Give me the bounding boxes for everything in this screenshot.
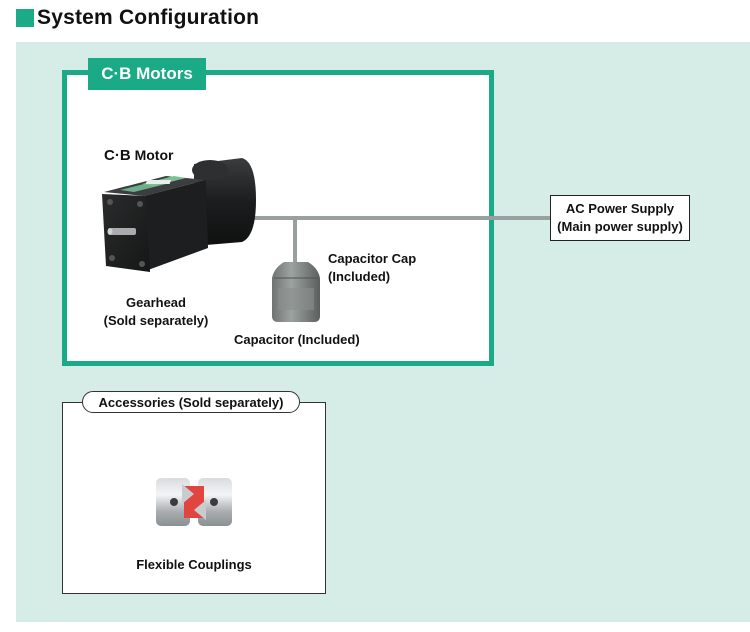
title-bar: System Configuration: [16, 4, 259, 32]
capacitor-cap-line1: Capacitor Cap: [328, 251, 417, 266]
cb-logo: C·B: [104, 147, 131, 164]
cb-motor-label: C·B Motor: [104, 146, 173, 165]
power-cable-outer: [499, 216, 550, 220]
capacitor-cap-label: Capacitor Cap (Included): [328, 250, 416, 286]
ac-power-supply-box: AC Power Supply (Main power supply): [550, 195, 690, 241]
capacitor-cap-line2: (Included): [328, 269, 391, 284]
accessories-tag: Accessories (Sold separately): [82, 391, 300, 413]
page-title: System Configuration: [37, 6, 260, 29]
motor-word: Motor: [134, 147, 174, 163]
ac-power-line1: AC Power Supply: [565, 201, 675, 216]
cb-motors-tag: C·B Motors: [88, 58, 206, 90]
power-cable-inner: [228, 216, 494, 220]
motor-image: [102, 158, 256, 272]
flexible-couplings-label: Flexible Couplings: [136, 557, 252, 572]
gearhead-line1: Gearhead: [126, 295, 186, 310]
flexible-coupling-image: [156, 478, 232, 526]
ac-power-line2: (Main power supply): [557, 219, 683, 234]
gearhead-line2: (Sold separately): [103, 313, 209, 328]
gearhead-label: Gearhead (Sold separately): [100, 294, 212, 330]
capacitor-image: [272, 262, 320, 322]
capacitor-label: Capacitor (Included): [234, 332, 360, 347]
title-square-icon: [16, 9, 34, 27]
capacitor-cable-inner: [293, 218, 297, 262]
